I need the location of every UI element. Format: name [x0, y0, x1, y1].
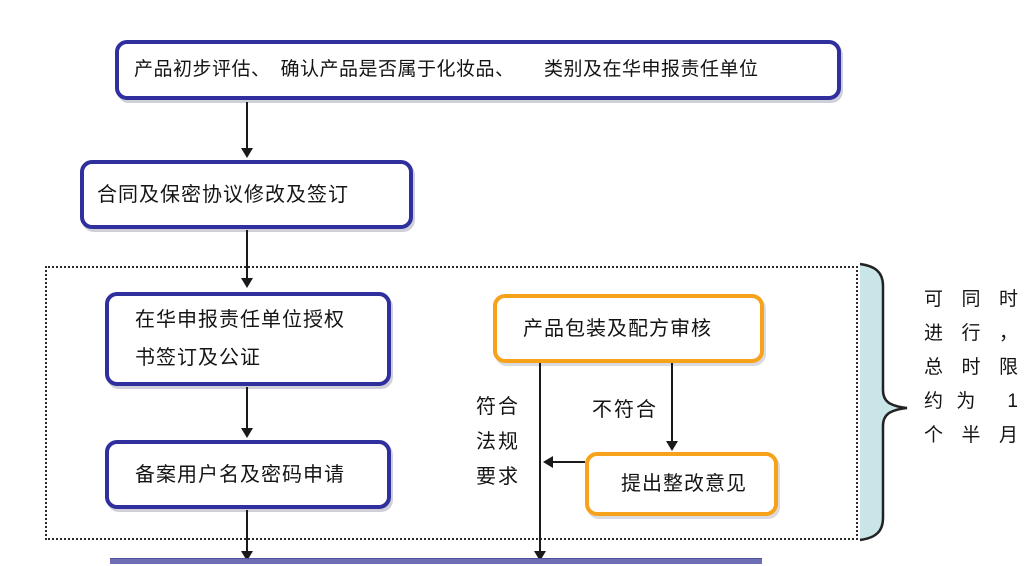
- node-packaging-review: 产品包装及配方审核: [493, 294, 764, 363]
- label-comply-line2: 法规: [476, 431, 520, 453]
- label-comply-line1: 符合: [476, 396, 520, 418]
- node-initial-assessment: 产品初步评估、 确认产品是否属于化妆品、 类别及在华申报责任单位: [115, 40, 841, 100]
- node-contract: 合同及保密协议修改及签订: [80, 160, 413, 229]
- arrow-head-down-icon: [241, 551, 253, 561]
- arrow-account-to-next: [241, 510, 253, 561]
- node-filing-account: 备案用户名及密码申请: [105, 440, 391, 509]
- arrow-head-down-icon: [666, 441, 678, 451]
- arrow-shaft: [551, 461, 585, 463]
- arrow-shaft: [246, 230, 248, 279]
- node-filing-account-label: 备案用户名及密码申请: [135, 463, 345, 486]
- arrow-shaft: [246, 387, 248, 429]
- node-packaging-review-label: 产品包装及配方审核: [523, 317, 712, 340]
- node-authorization-line1: 在华申报责任单位授权: [135, 309, 345, 331]
- label-not-comply: 不符合: [592, 399, 658, 421]
- arrow-head-left-icon: [543, 456, 553, 468]
- side-note: 可同时 进行， 总时限 约为 1 个半月: [924, 283, 1018, 453]
- label-comply: 符合 法规 要求: [476, 390, 520, 495]
- node-authorization-line2: 书签订及公证: [135, 347, 261, 369]
- arrow-shaft: [246, 102, 248, 149]
- node-contract-label: 合同及保密协议修改及签订: [97, 183, 349, 206]
- arrow-head-down-icon: [241, 278, 253, 288]
- arrow-authorization-to-account: [241, 387, 253, 438]
- side-note-line5: 个半月: [924, 425, 1018, 446]
- side-note-line4: 约为 1: [924, 391, 1018, 412]
- arrow-head-down-icon: [241, 148, 253, 158]
- node-rectification: 提出整改意见: [585, 452, 778, 516]
- arrow-shaft: [539, 363, 541, 552]
- node-rectification-label: 提出整改意见: [621, 473, 747, 495]
- arrow-shaft: [671, 363, 673, 442]
- node-initial-assessment-label: 产品初步评估、 确认产品是否属于化妆品、 类别及在华申报责任单位: [134, 59, 759, 80]
- arrow-noncompliant-to-rectification: [666, 363, 678, 451]
- arrow-contract-to-authorization: [241, 230, 253, 288]
- label-comply-line3: 要求: [476, 466, 520, 488]
- arrow-head-down-icon: [241, 428, 253, 438]
- curly-brace-icon: [859, 262, 908, 542]
- node-authorization: 在华申报责任单位授权 书签订及公证: [105, 292, 391, 386]
- parallel-steps-dashed-region: [45, 266, 858, 540]
- side-note-line3: 总时限: [924, 357, 1018, 378]
- arrow-rectification-to-compliant-line: [543, 456, 585, 468]
- arrow-compliant-to-next: [534, 363, 546, 561]
- side-note-line2: 进行，: [924, 323, 1018, 344]
- next-step-box-top-edge: [110, 558, 762, 564]
- side-note-line1: 可同时: [924, 289, 1018, 310]
- arrow-initial-to-contract: [241, 102, 253, 158]
- arrow-head-down-icon: [534, 551, 546, 561]
- arrow-shaft: [246, 510, 248, 552]
